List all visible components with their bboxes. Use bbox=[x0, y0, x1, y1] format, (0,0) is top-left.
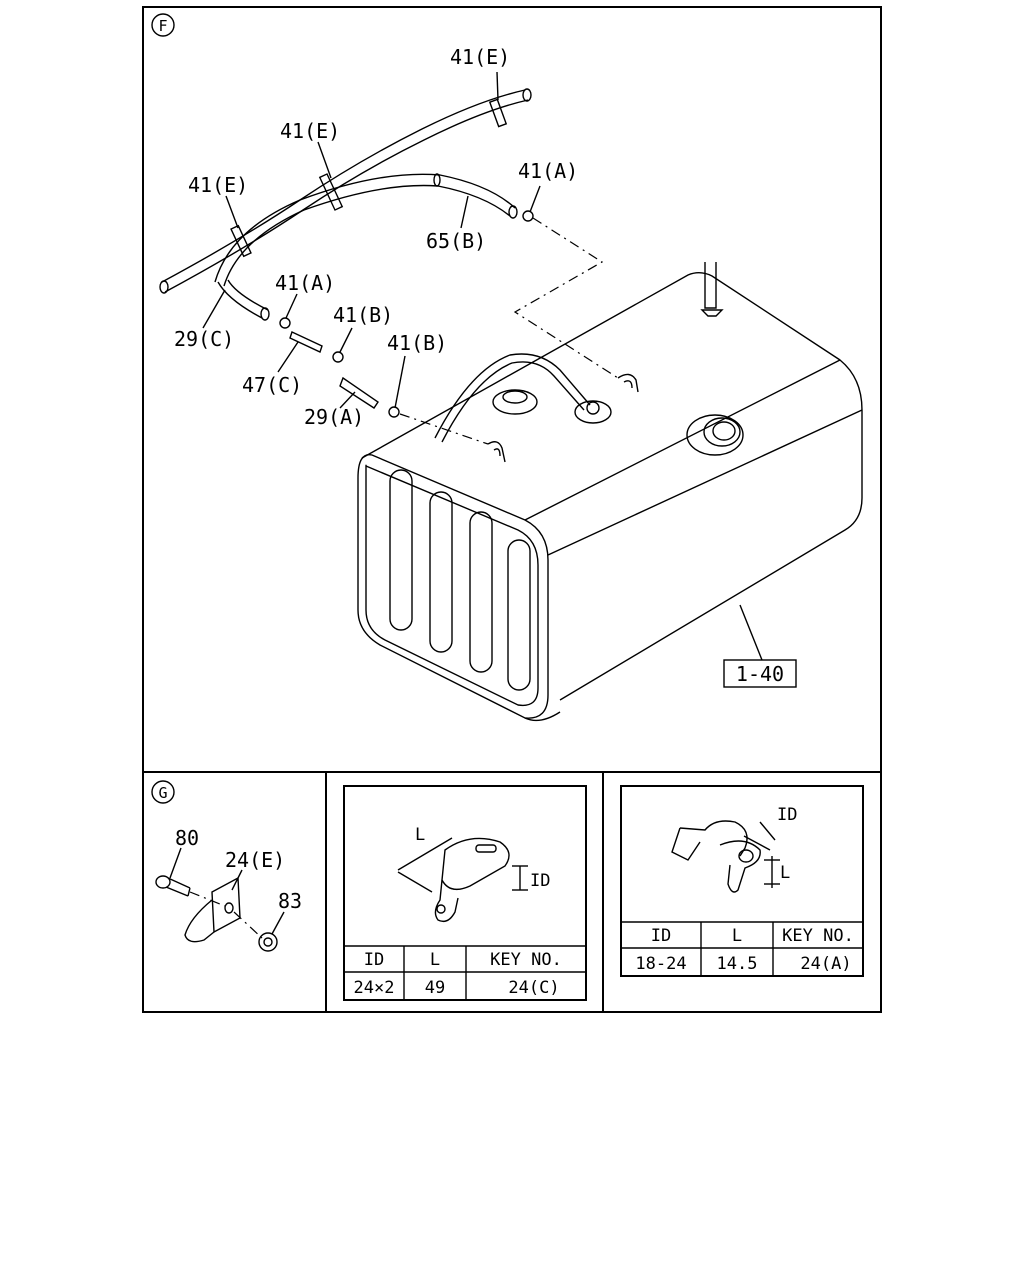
hose-29c bbox=[217, 279, 270, 321]
svg-text:G: G bbox=[158, 784, 167, 802]
diagram-frame bbox=[142, 6, 882, 1013]
svg-text:ID: ID bbox=[651, 926, 671, 946]
callout-29c: 29(C) bbox=[174, 327, 234, 351]
callouts-f: 41(E) 41(E) 41(E) 41(A) 65(B) 41(A) 41(B… bbox=[174, 45, 797, 688]
callout-65b: 65(B) bbox=[426, 229, 486, 253]
svg-text:18-24: 18-24 bbox=[635, 954, 686, 974]
svg-text:L: L bbox=[732, 926, 742, 946]
callout-1-40: 1-40 bbox=[736, 662, 784, 686]
leader-lines-f bbox=[202, 71, 763, 661]
callout-83: 83 bbox=[278, 889, 302, 913]
callout-24e: 24(E) bbox=[225, 848, 285, 872]
svg-text:ID: ID bbox=[364, 950, 384, 970]
callout-47c: 47(C) bbox=[242, 373, 302, 397]
callout-29a: 29(A) bbox=[304, 405, 364, 429]
hose-41e-long bbox=[159, 88, 532, 294]
svg-text:24(A): 24(A) bbox=[800, 954, 851, 974]
clamp-a-panel: ID L bbox=[620, 785, 864, 977]
svg-text:49: 49 bbox=[425, 978, 445, 998]
view-f-marker: F bbox=[151, 13, 175, 37]
svg-text:14.5: 14.5 bbox=[717, 954, 758, 974]
svg-text:24(C): 24(C) bbox=[508, 978, 559, 998]
svg-text:F: F bbox=[158, 17, 167, 35]
svg-text:L: L bbox=[430, 950, 440, 970]
clamp-c-dim-l: L bbox=[415, 825, 425, 845]
clamp-c-dim-id: ID bbox=[530, 871, 550, 891]
svg-text:KEY NO.: KEY NO. bbox=[782, 926, 854, 946]
callouts-g: 80 24(E) 83 bbox=[175, 826, 302, 913]
clamp-c-panel: L ID bbox=[343, 785, 587, 1001]
clamp-41e-icons bbox=[230, 98, 508, 258]
clamp-a-table: ID L KEY NO. 18-24 14.5 24(A) bbox=[635, 926, 853, 974]
callout-41a-right: 41(A) bbox=[518, 159, 578, 183]
callout-41b-1: 41(B) bbox=[333, 303, 393, 327]
callout-41e-top: 41(E) bbox=[450, 45, 510, 69]
callout-41e-left: 41(E) bbox=[188, 173, 248, 197]
clamp-c-table: ID L KEY NO. 24×2 49 24(C) bbox=[354, 950, 562, 998]
fittings bbox=[279, 210, 534, 418]
callout-1-40-box bbox=[723, 659, 797, 688]
callout-41a-left: 41(A) bbox=[275, 271, 335, 295]
fuel-tank bbox=[357, 262, 863, 722]
svg-text:24×2: 24×2 bbox=[354, 978, 395, 998]
clamp-a-dim-l: L bbox=[780, 863, 790, 883]
callout-41b-2: 41(B) bbox=[387, 331, 447, 355]
callout-41e-mid: 41(E) bbox=[280, 119, 340, 143]
phantom-lines bbox=[399, 217, 619, 445]
view-g-parts bbox=[155, 847, 285, 952]
view-g-marker: G bbox=[151, 780, 175, 804]
clamp-a-dim-id: ID bbox=[777, 805, 797, 825]
svg-text:KEY NO.: KEY NO. bbox=[490, 950, 562, 970]
callout-80: 80 bbox=[175, 826, 199, 850]
